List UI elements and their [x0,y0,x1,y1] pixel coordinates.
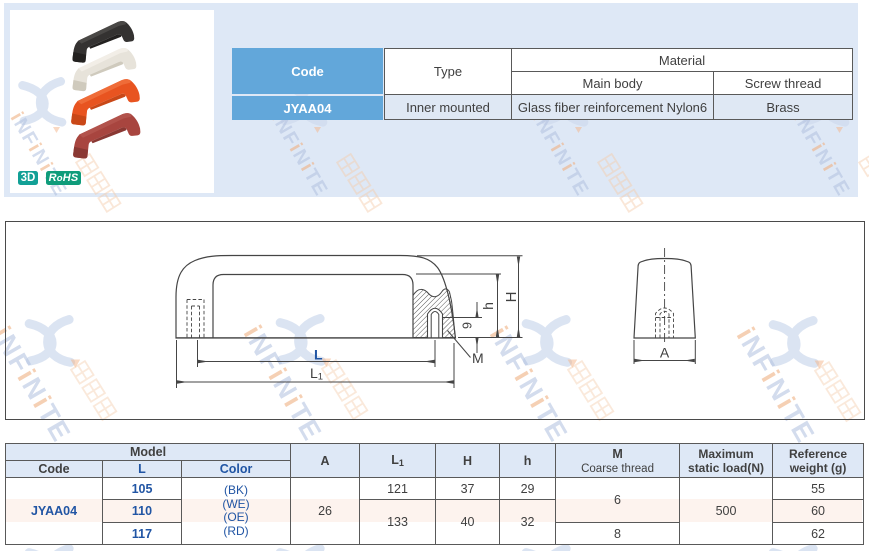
svg-text:A: A [660,345,670,361]
svg-text:9: 9 [461,322,475,329]
svg-text:L: L [314,347,323,363]
svg-text:h: h [480,302,496,310]
svg-text:H: H [503,292,520,303]
svg-text:M: M [472,350,484,366]
svg-text:L1: L1 [310,365,323,383]
